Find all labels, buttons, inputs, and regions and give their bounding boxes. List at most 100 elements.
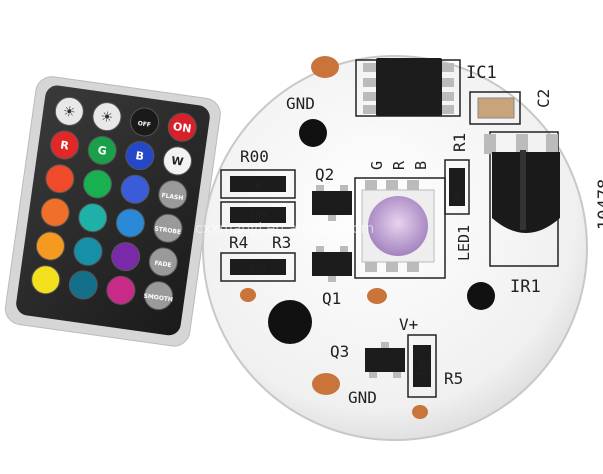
remote-button-strobe: STROBE xyxy=(153,213,183,243)
r5-code: 180 xyxy=(418,359,428,375)
r00-label: R00 xyxy=(240,147,269,166)
r4-label: R4 xyxy=(229,233,248,252)
remote-button-face xyxy=(106,275,136,305)
r5-resistor: 180 xyxy=(407,334,437,398)
watermark-text: cxxmaoyi.en.alibaba.com xyxy=(195,221,374,237)
remote-button-blue: B xyxy=(125,141,155,171)
remote-button-c4 xyxy=(40,197,70,227)
c2-label: C2 xyxy=(534,89,553,108)
remote-button-c12 xyxy=(106,275,136,305)
b-label: B xyxy=(412,161,430,170)
remote-button-smooth: SMOOTH xyxy=(143,281,174,311)
remote-button-face xyxy=(87,135,117,165)
ic1-label: IC1 xyxy=(466,63,497,83)
remote-button-on: ON xyxy=(167,112,197,142)
r1-label: R1 xyxy=(450,133,469,152)
rgb-remote-control: ☀ ☀ OFF ON R G B W FLASH STROBE FADE SMOOTH xyxy=(4,76,221,347)
gnd-pad-bottom xyxy=(312,373,340,395)
g-label: G xyxy=(368,161,386,170)
gnd-top-label: GND xyxy=(286,94,315,113)
remote-button-label: ON xyxy=(172,120,192,135)
remote-button-label: G xyxy=(97,144,108,158)
remote-button-face xyxy=(125,141,155,171)
mounting-hole xyxy=(467,282,495,310)
r330-code: 330 xyxy=(249,263,267,274)
solder-pad xyxy=(367,288,387,304)
remote-button-label: B xyxy=(135,149,145,163)
gnd-bottom-label: GND xyxy=(348,388,377,407)
remote-button-c7 xyxy=(35,231,65,261)
remote-button-label: W xyxy=(171,154,185,169)
remote-button-c6 xyxy=(115,208,145,238)
remote-button-face xyxy=(148,247,178,277)
part-number-label: 10478 xyxy=(595,179,603,230)
remote-button-face xyxy=(115,208,145,238)
remote-button-flash: FLASH xyxy=(158,180,188,210)
sun-dim-icon: ☀ xyxy=(99,109,114,127)
remote-button-c10 xyxy=(31,265,61,295)
ir1-label: IR1 xyxy=(510,277,541,297)
sun-bright-icon: ☀ xyxy=(62,104,77,122)
remote-button-bright-up: ☀ xyxy=(54,96,84,126)
remote-button-face xyxy=(144,281,174,311)
remote-button-c8 xyxy=(73,236,103,266)
ic1-chip xyxy=(355,58,461,117)
remote-button-c11 xyxy=(68,270,98,300)
c2-capacitor xyxy=(469,91,521,125)
mounting-hole xyxy=(299,119,327,147)
remote-button-red: R xyxy=(50,130,80,160)
remote-button-c3 xyxy=(120,174,150,204)
remote-button-face xyxy=(54,96,84,126)
remote-button-white: W xyxy=(162,146,192,176)
remote-button-grid: ☀ ☀ OFF ON R G B W FLASH STROBE FADE SMOOTH xyxy=(31,96,197,311)
q1-label: Q1 xyxy=(322,289,341,308)
remote-button-face xyxy=(50,130,80,160)
remote-button-label: SMOOTH xyxy=(143,293,173,304)
q3-transistor xyxy=(365,342,405,378)
r00-code: 0 xyxy=(255,180,261,191)
r5-label: R5 xyxy=(444,369,463,388)
remote-button-face xyxy=(45,164,75,194)
remote-button-face xyxy=(167,112,197,142)
remote-button-label: OFF xyxy=(137,120,151,129)
remote-button-bright-down: ☀ xyxy=(92,102,122,132)
q3-label: Q3 xyxy=(330,342,349,361)
solder-pad xyxy=(240,288,256,302)
remote-button-face xyxy=(78,203,108,233)
remote-button-off: OFF xyxy=(130,107,160,137)
remote-button-face xyxy=(35,231,65,261)
r330-resistor: 330 xyxy=(220,252,296,282)
solder-pad xyxy=(412,405,428,419)
r180-code: 180 xyxy=(249,211,267,222)
remote-button-face xyxy=(82,169,112,199)
led1-rgb xyxy=(354,177,446,279)
r00-resistor: 0 xyxy=(220,169,296,199)
remote-button-label: FADE xyxy=(154,260,172,269)
q2-label: Q2 xyxy=(315,165,334,184)
vplus-label: V+ xyxy=(399,315,418,334)
remote-button-face xyxy=(92,102,122,132)
remote-button-face xyxy=(73,236,103,266)
remote-button-face xyxy=(40,197,70,227)
remote-button-c5 xyxy=(78,203,108,233)
led-driver-pcb: 101 0 180 330 xyxy=(202,55,603,441)
remote-button-face xyxy=(68,270,98,300)
gnd-pad-top xyxy=(311,56,339,78)
remote-button-face xyxy=(111,242,141,272)
remote-button-face xyxy=(158,180,188,210)
remote-button-label: R xyxy=(59,139,70,153)
r1-code: 101 xyxy=(453,187,463,203)
led-lens xyxy=(368,196,428,256)
remote-button-c9 xyxy=(111,242,141,272)
remote-button-label: FLASH xyxy=(161,192,184,202)
ir1-receiver xyxy=(484,131,560,267)
r-label: R xyxy=(390,160,408,170)
remote-button-c1 xyxy=(45,164,75,194)
remote-button-fade: FADE xyxy=(148,247,178,277)
r3-label: R3 xyxy=(272,233,291,252)
remote-button-face xyxy=(130,107,160,137)
q2-transistor xyxy=(312,185,352,221)
remote-button-face xyxy=(31,265,61,295)
